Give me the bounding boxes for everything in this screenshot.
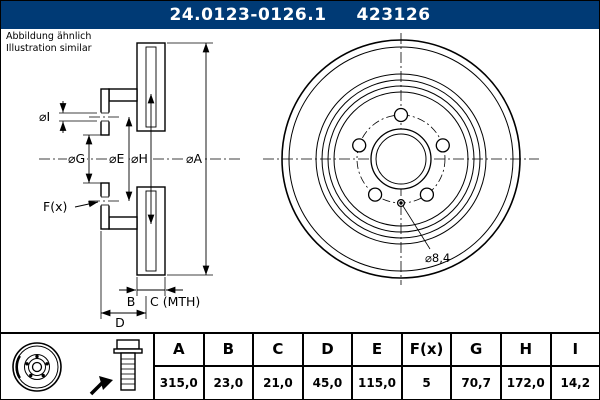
label-dia-a: ⌀A xyxy=(186,151,203,166)
center-bore-circle xyxy=(370,128,432,190)
col-header-f: F(x) xyxy=(402,334,453,367)
front-view: ⌀8,4 xyxy=(263,33,539,285)
similarity-note: Abbildung ähnlich Illustration similar xyxy=(6,31,92,55)
value-f: 5 xyxy=(402,366,453,399)
value-b: 23,0 xyxy=(204,366,255,399)
col-header-a: A xyxy=(155,334,205,367)
col-header-e: E xyxy=(353,334,403,367)
technical-drawing: ⌀I ⌀G ⌀E ⌀H ⌀A F(x) xyxy=(39,33,539,330)
dimension-annotations: ⌀I ⌀G ⌀E ⌀H ⌀A F(x) xyxy=(39,42,213,330)
label-c-mth: C (MTH) xyxy=(150,294,200,309)
label-d: D xyxy=(115,315,125,330)
wheel-bolt-hole xyxy=(352,138,367,153)
wheel-bolt-hole xyxy=(393,107,409,123)
col-header-g: G xyxy=(452,334,502,367)
outer-diameter-circle xyxy=(281,39,521,279)
value-c: 21,0 xyxy=(254,366,304,399)
label-dia-g: ⌀G xyxy=(68,151,85,166)
hand-pointer-icon xyxy=(89,375,113,395)
note-line-de: Abbildung ähnlich xyxy=(6,31,92,42)
value-a: 315,0 xyxy=(155,366,205,399)
col-header-d: D xyxy=(303,334,354,367)
label-dia-i: ⌀I xyxy=(39,109,50,124)
dimension-table-value-row: 315,0 23,0 21,0 45,0 115,0 5 70,7 172,0 … xyxy=(155,366,599,399)
dimension-table: A B C D E F(x) G H I 315,0 23,0 21,0 45,… xyxy=(153,334,599,399)
bolt-icon xyxy=(113,338,143,391)
catalog-number: 423126 xyxy=(356,5,431,25)
value-i: 14,2 xyxy=(551,366,599,399)
note-line-en: Illustration similar xyxy=(6,42,92,54)
brake-disc-icon xyxy=(12,341,62,392)
mounting-bolt-icon xyxy=(89,338,143,395)
label-dia-e: ⌀E xyxy=(109,151,125,166)
value-d: 45,0 xyxy=(303,366,354,399)
dimension-table-header-row: A B C D E F(x) G H I xyxy=(155,334,599,367)
col-header-i: I xyxy=(551,334,599,367)
wheel-bolt-hole xyxy=(435,138,450,153)
dimension-footer: A B C D E F(x) G H I 315,0 23,0 21,0 45,… xyxy=(1,332,599,399)
col-header-h: H xyxy=(501,334,552,367)
label-f: F(x) xyxy=(43,199,67,214)
label-pin-hole-dia: ⌀8,4 xyxy=(425,251,450,265)
wheel-bolt-hole xyxy=(367,187,383,202)
wheel-bolt-hole xyxy=(419,187,435,202)
col-header-b: B xyxy=(204,334,255,367)
label-dia-h: ⌀H xyxy=(131,151,148,166)
col-header-c: C xyxy=(254,334,304,367)
legend-icons xyxy=(1,334,153,399)
label-b: B xyxy=(127,294,136,309)
value-h: 172,0 xyxy=(501,366,552,399)
part-number: 24.0123-0126.1 xyxy=(169,5,327,25)
title-bar: 24.0123-0126.1 423126 xyxy=(1,1,599,29)
value-e: 115,0 xyxy=(353,366,403,399)
value-g: 70,7 xyxy=(452,366,502,399)
